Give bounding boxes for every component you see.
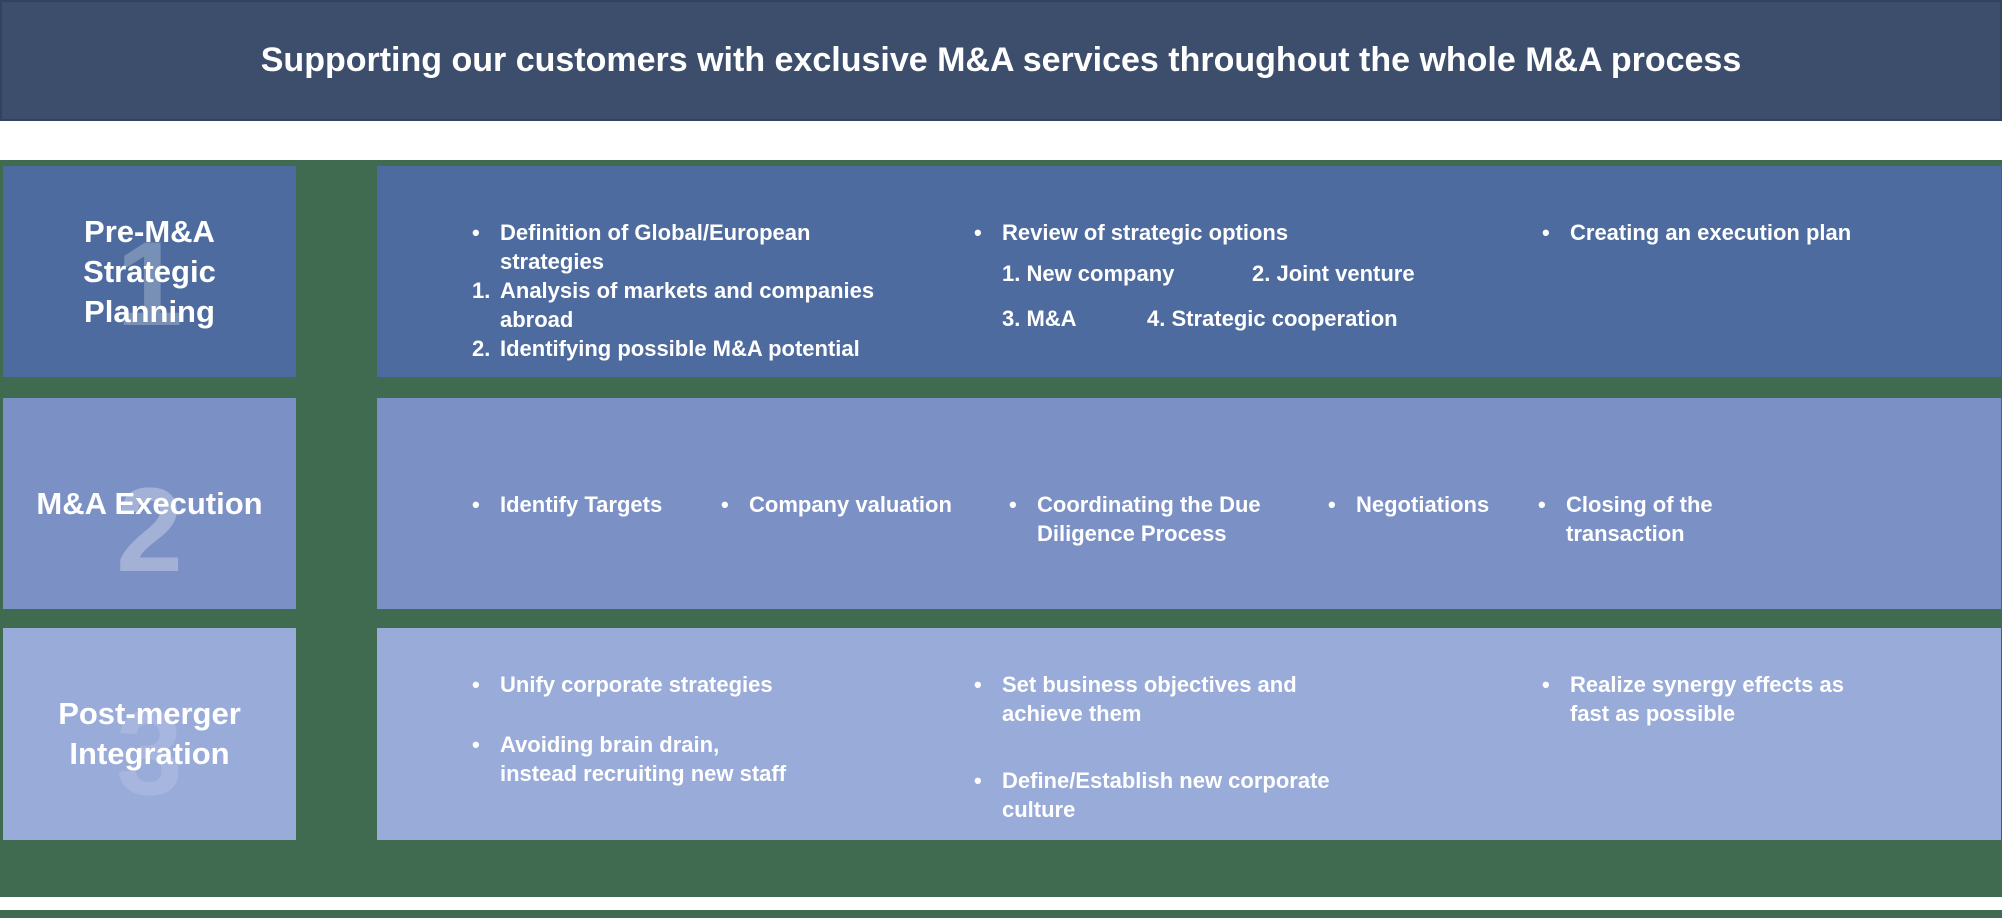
bullet-marker: •: [472, 492, 480, 517]
slide-title: Supporting our customers with exclusive …: [260, 41, 1742, 79]
phase-3-ghost-number: 3: [116, 686, 183, 820]
phase-2-ghost-number: 2: [116, 463, 183, 597]
item-text: Closing of the transaction: [1566, 492, 1713, 546]
bullet-marker: •: [472, 672, 480, 697]
bullet-item: • Closing of the transaction: [1538, 490, 1713, 548]
phase-1-label-line-3: Planning: [84, 293, 215, 329]
item-text: Coordinating the Due Diligence Process: [1037, 492, 1261, 546]
phase-3-column-1: • Unify corporate strategies • Avoiding …: [472, 670, 932, 788]
phase-2-label-line-1: M&A Execution: [36, 485, 263, 521]
bullet-marker: •: [721, 492, 729, 517]
phase-2-content-box: • Identify Targets • Company valuation •…: [377, 398, 2001, 609]
bullet-item: • Avoiding brain drain, instead recruiti…: [472, 730, 932, 788]
bullet-marker: •: [472, 732, 480, 757]
item-text: Set business objectives and achieve them: [1002, 672, 1297, 726]
numbered-item: 1. Analysis of markets and companies abr…: [472, 276, 972, 334]
bullet-item: • Set business objectives and achieve th…: [974, 670, 1434, 728]
item-text: Review of strategic options: [1002, 220, 1289, 245]
title-banner: Supporting our customers with exclusive …: [0, 0, 2002, 121]
strategic-options-row-1: 1. New company 2. Joint venture: [1002, 259, 1534, 288]
phase-3-label: Post-merger Integration: [58, 694, 241, 774]
phase-1-label-box: 1 Pre-M&A Strategic Planning: [3, 166, 296, 377]
phase-3-label-line-2: Integration: [69, 736, 230, 771]
phase-1-label-line-2: Strategic: [83, 253, 216, 289]
numbered-item: 2. Identifying possible M&A potential: [472, 334, 972, 363]
phase-1-column-2: • Review of strategic options 1. New com…: [974, 218, 1534, 333]
phase-1-content-box: • Definition of Global/European strategi…: [377, 166, 2001, 377]
bullet-marker: •: [974, 672, 982, 697]
item-text: Analysis of markets and companies abroad: [500, 278, 875, 332]
bullet-item: • Coordinating the Due Diligence Process: [1009, 490, 1261, 548]
bullet-marker: •: [1542, 672, 1550, 697]
bullet-marker: •: [1542, 220, 1550, 245]
phase-3-column-3: • Realize synergy effects as fast as pos…: [1542, 670, 1962, 728]
option-ma: 3. M&A: [1002, 306, 1077, 331]
bullet-marker: •: [974, 768, 982, 793]
phase-3-label-line-1: Post-merger: [58, 696, 241, 731]
option-new-company: 1. New company: [1002, 261, 1175, 286]
item-text: Company valuation: [749, 492, 952, 517]
option-joint-venture: 2. Joint venture: [1252, 261, 1415, 286]
item-text: Unify corporate strategies: [500, 672, 773, 697]
item-text: Avoiding brain drain, instead recruiting…: [500, 732, 787, 786]
bullet-item: • Realize synergy effects as fast as pos…: [1542, 670, 1962, 728]
bullet-item: • Unify corporate strategies: [472, 670, 932, 699]
item-text: Realize synergy effects as fast as possi…: [1570, 672, 1844, 726]
item-text: Define/Establish new corporate culture: [1002, 768, 1330, 822]
bullet-item: • Define/Establish new corporate culture: [974, 766, 1434, 824]
bullet-marker: •: [1538, 492, 1546, 517]
bullet-item: • Negotiations: [1328, 490, 1489, 519]
bullet-item: • Creating an execution plan: [1542, 218, 1972, 247]
option-strategic-cooperation: 4. Strategic cooperation: [1147, 306, 1398, 331]
phase-3-label-box: 3 Post-merger Integration: [3, 628, 296, 840]
phase-1-column-1: • Definition of Global/European strategi…: [472, 218, 972, 363]
phase-1-label-line-1: Pre-M&A: [84, 213, 215, 249]
phase-3-content-box: • Unify corporate strategies • Avoiding …: [377, 628, 2001, 840]
phase-2-label-box: 2 M&A Execution: [3, 398, 296, 609]
bullet-item: • Review of strategic options: [974, 218, 1534, 247]
bullet-marker: •: [974, 220, 982, 245]
footer-band: [0, 897, 2002, 910]
item-text: Identify Targets: [500, 492, 663, 517]
item-text: Creating an execution plan: [1570, 220, 1852, 245]
item-text: Negotiations: [1356, 492, 1490, 517]
item-text: Identifying possible M&A potential: [500, 336, 860, 361]
bullet-item: • Identify Targets: [472, 490, 662, 519]
phase-1-column-3: • Creating an execution plan: [1542, 218, 1972, 247]
phase-3-column-2: • Set business objectives and achieve th…: [974, 670, 1434, 824]
phase-1-label: Pre-M&A Strategic Planning: [83, 212, 216, 332]
bullet-item: • Company valuation: [721, 490, 952, 519]
phase-1-ghost-number: 1: [116, 217, 183, 351]
bullet-item: • Definition of Global/European strategi…: [472, 218, 972, 276]
bullet-marker: •: [472, 220, 480, 245]
bullet-marker: •: [1328, 492, 1336, 517]
item-text: Definition of Global/European strategies: [500, 220, 811, 274]
number-marker: 1.: [472, 278, 491, 303]
number-marker: 2.: [472, 336, 491, 361]
phase-2-label: M&A Execution: [36, 484, 262, 524]
strategic-options-row-2: 3. M&A 4. Strategic cooperation: [1002, 304, 1534, 333]
bullet-marker: •: [1009, 492, 1017, 517]
